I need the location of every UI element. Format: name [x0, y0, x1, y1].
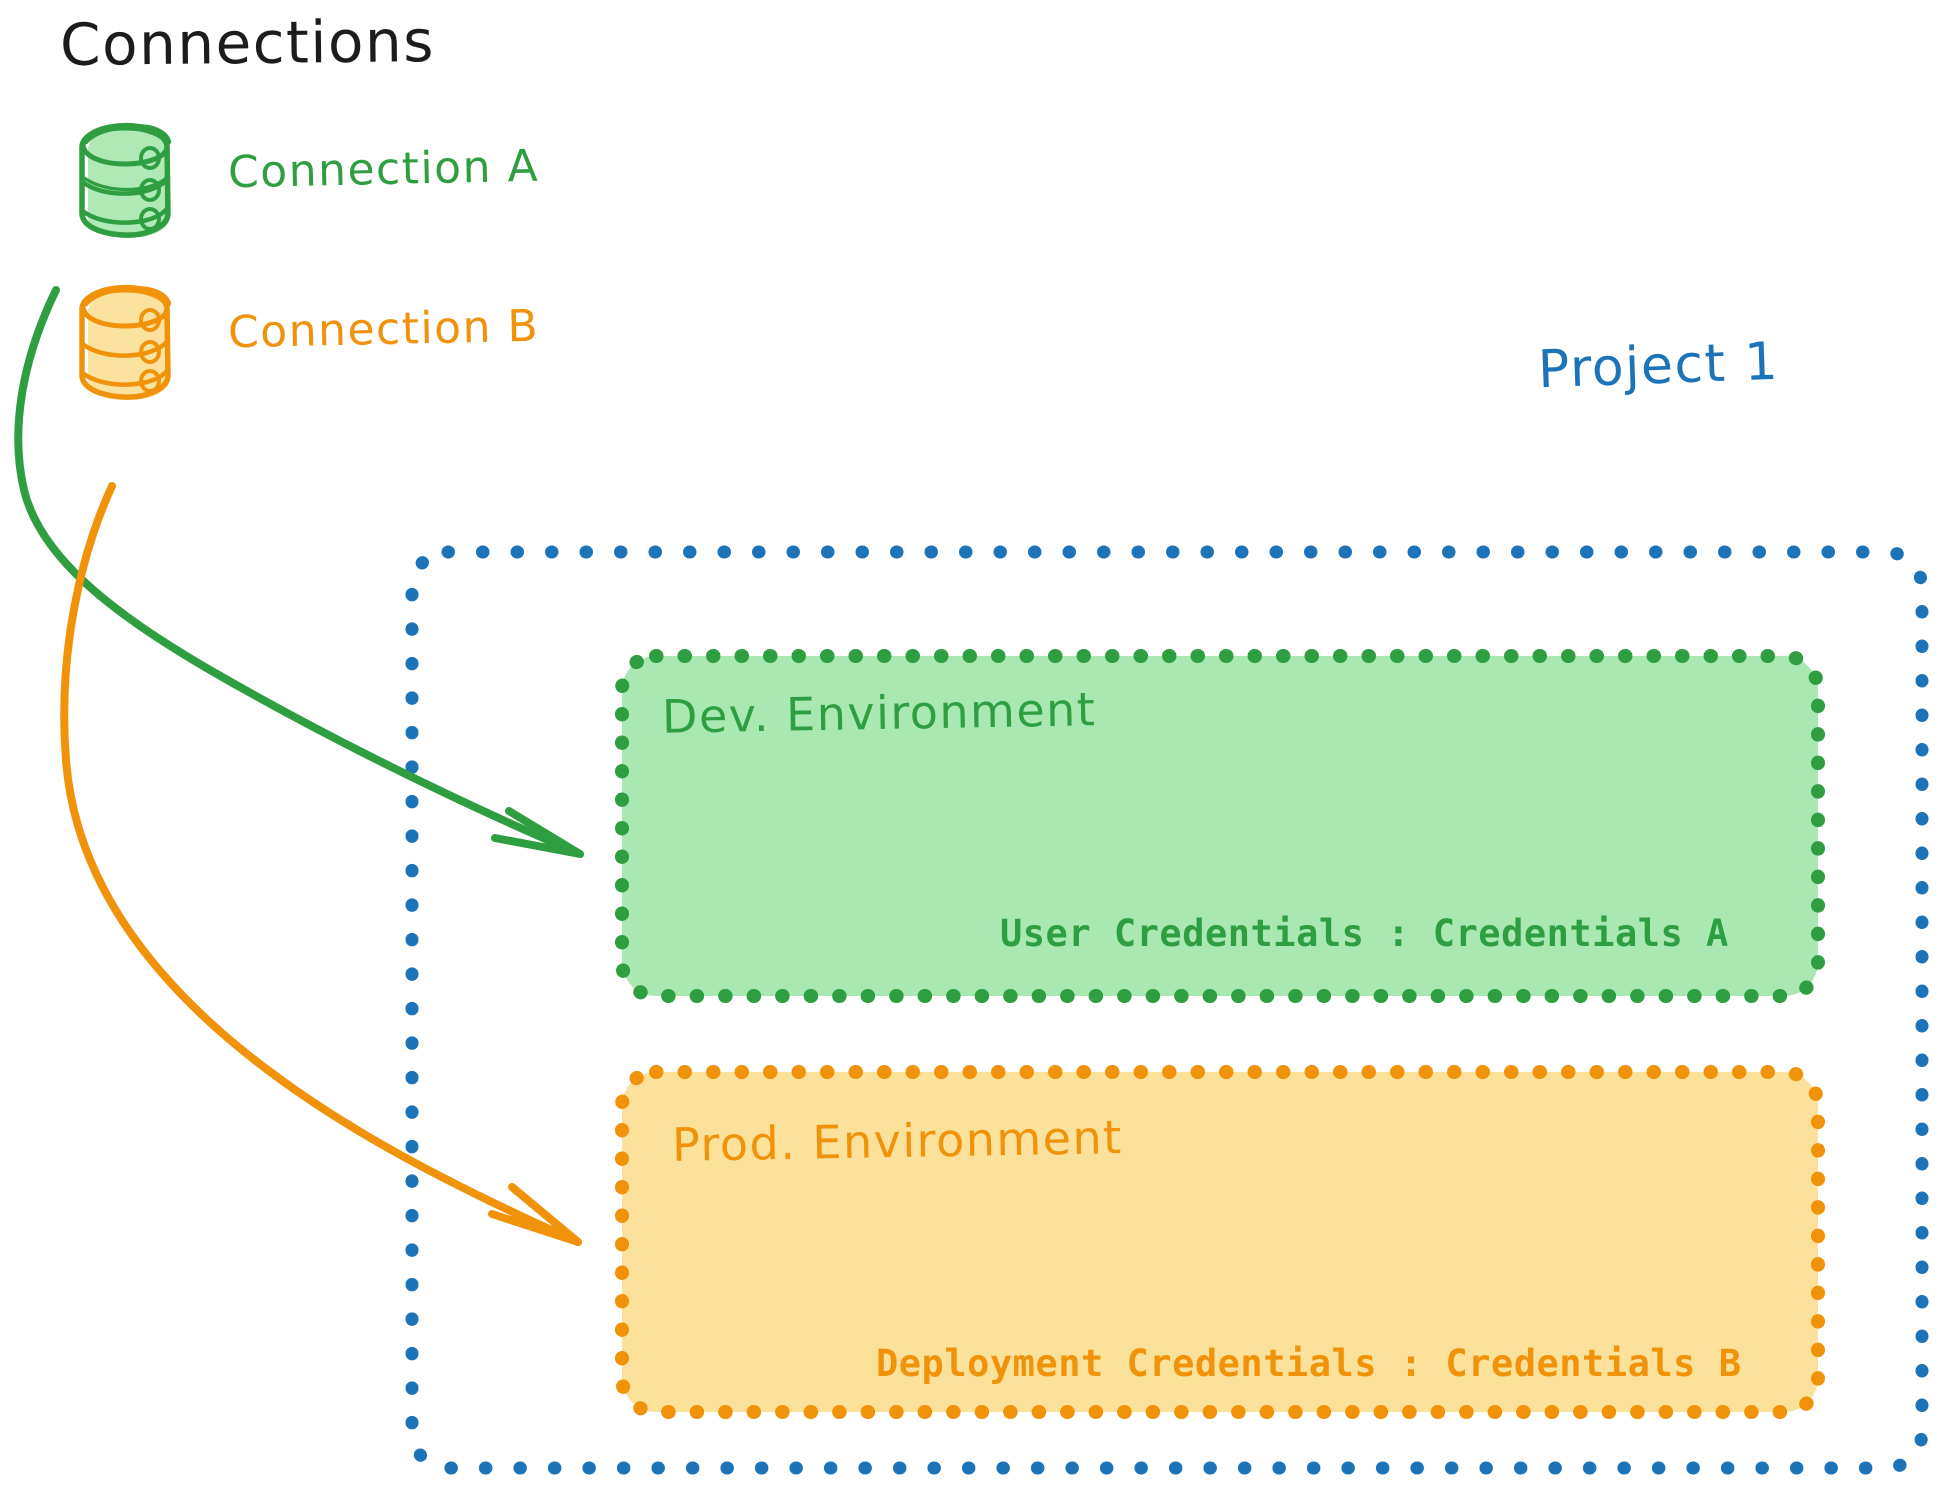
cylinder-b-dot-2 — [139, 340, 161, 364]
dev-environment-fill — [622, 656, 1818, 996]
prod-environment-fill — [622, 1072, 1818, 1412]
project-container-border — [405, 545, 1929, 1475]
arrow-connection-b-to-prod — [60, 482, 582, 1246]
cylinder-a-dot-3 — [139, 207, 161, 231]
cylinder-a-band-1b — [82, 174, 170, 192]
cylinder-a-band-1 — [81, 175, 171, 196]
cylinder-b-dot-3 — [139, 369, 161, 393]
database-cylinder-icon-connection-b[interactable] — [79, 284, 172, 400]
arrow-b-head-lower — [488, 1210, 582, 1246]
cylinder-b-top-overshoot — [83, 286, 172, 307]
arrow-a-head-upper — [505, 807, 584, 858]
cylinder-b-band-1 — [81, 337, 171, 358]
cylinder-a-band-2 — [81, 204, 171, 225]
project-container[interactable] — [405, 545, 1929, 1475]
arrow-a-line — [14, 286, 584, 858]
cylinder-b-band-2 — [81, 366, 171, 387]
arrow-a-head-lower — [491, 834, 584, 858]
database-cylinder-icon-connection-a[interactable] — [79, 122, 172, 238]
prod-environment-box[interactable] — [615, 1065, 1825, 1419]
cylinder-a-dot-2 — [139, 178, 161, 202]
arrow-connection-a-to-dev — [14, 286, 584, 858]
cylinder-a-top-overshoot — [83, 124, 172, 145]
cylinder-a-dot-1 — [139, 146, 161, 170]
arrow-b-head-upper — [508, 1183, 582, 1246]
dev-environment-border — [615, 649, 1825, 1003]
dev-environment-box[interactable] — [615, 649, 1825, 1003]
cylinder-b-dot-1 — [139, 308, 161, 332]
arrow-b-line — [60, 482, 582, 1246]
prod-environment-border — [615, 1065, 1825, 1419]
